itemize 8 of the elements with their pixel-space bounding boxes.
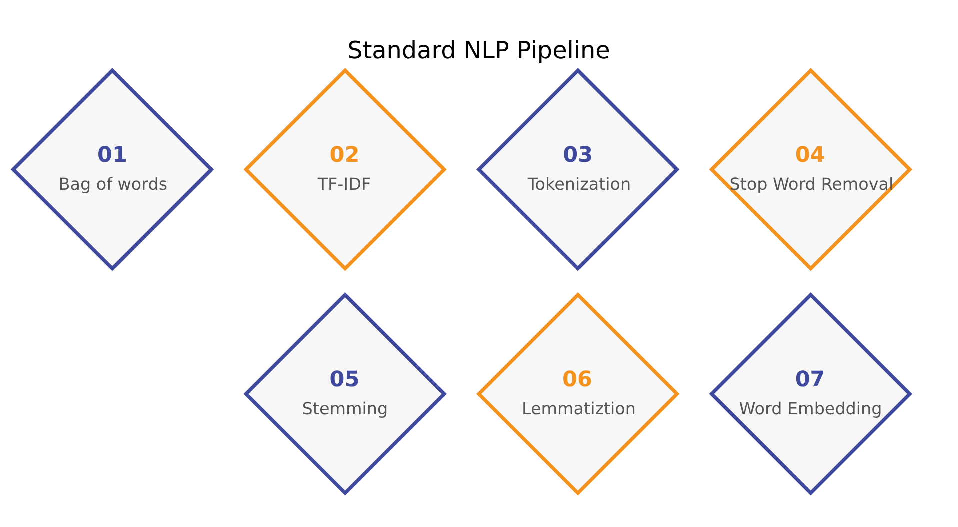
node-diamond: 03 Tokenization xyxy=(476,68,680,271)
node-diamond: 04 Stop Word Removal xyxy=(709,68,913,271)
node-diamond: 07 Word Embedding xyxy=(709,292,913,496)
node-diamond: 06 Lemmatiztion xyxy=(476,292,680,496)
node-diamond: 02 TF-IDF xyxy=(244,68,447,271)
diagram-title: Standard NLP Pipeline xyxy=(348,36,610,64)
node-diamond: 01 Bag of words xyxy=(10,68,214,271)
node-diamond: 05 Stemming xyxy=(244,292,447,496)
